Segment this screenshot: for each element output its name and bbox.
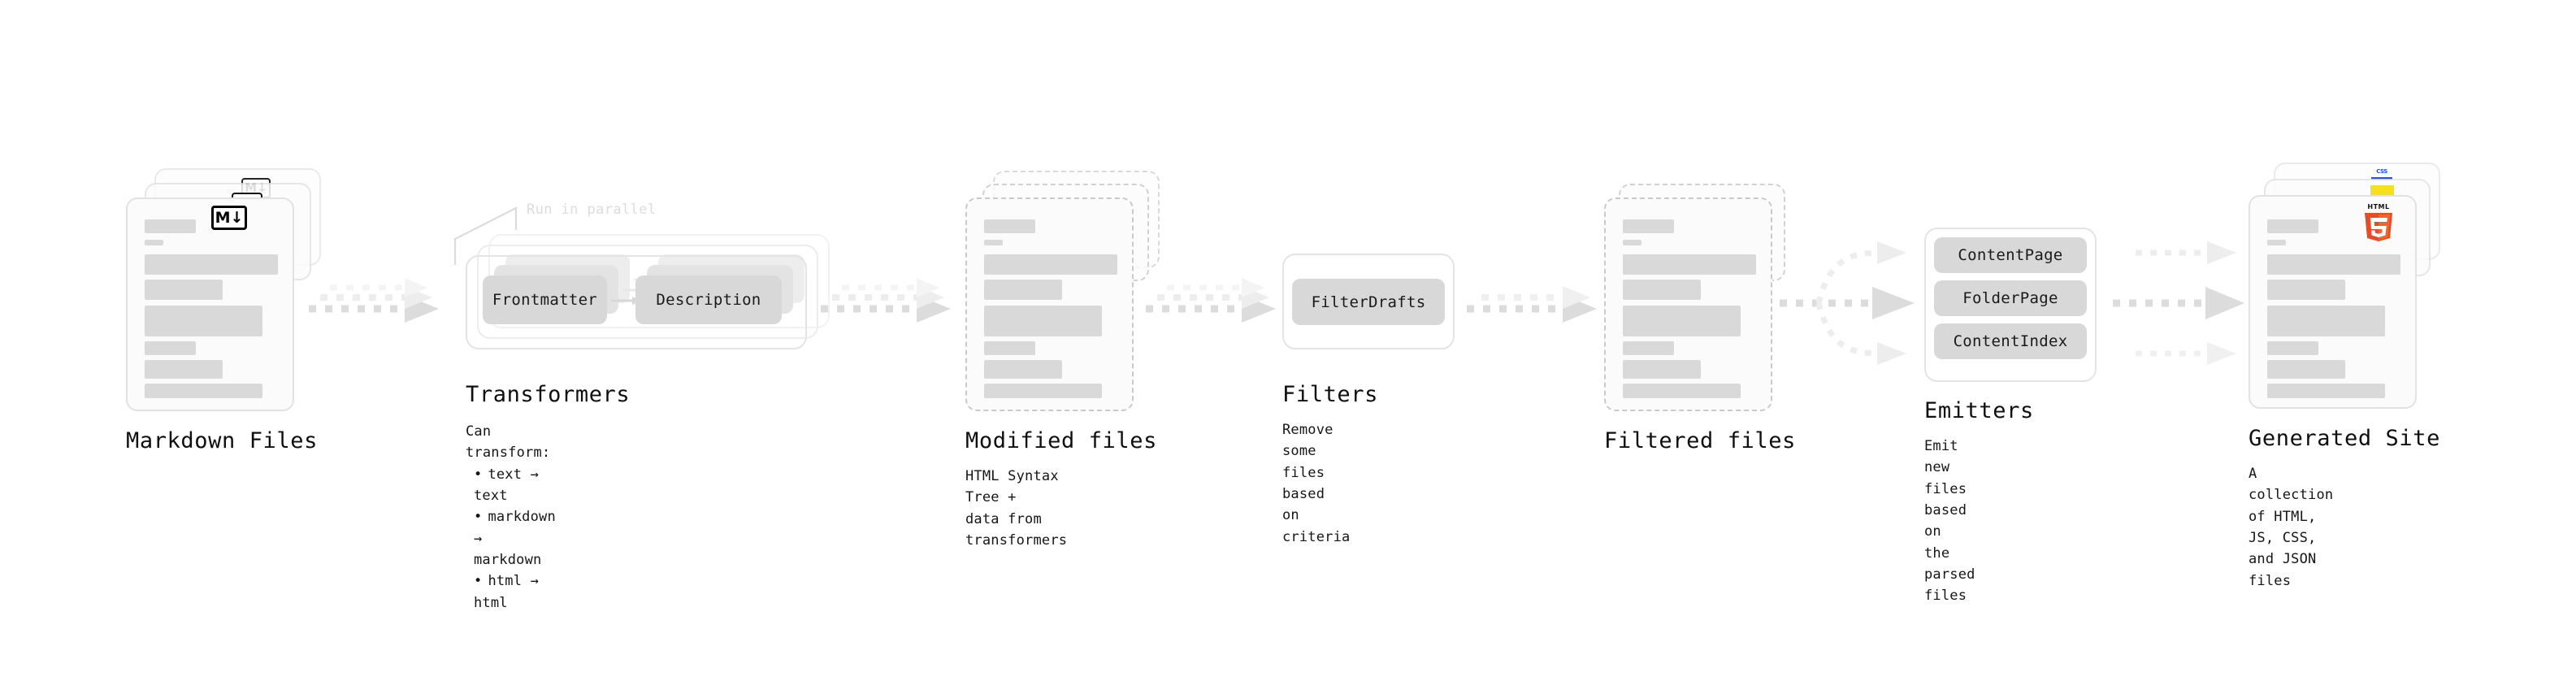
content-bar: [1623, 280, 1701, 300]
stage-title-site: Generated Site: [2249, 426, 2440, 451]
stage-title-modified: Modified files: [965, 428, 1157, 453]
emitter-pill-contentpage[interactable]: ContentPage: [1934, 237, 2087, 273]
run-in-parallel-label: Run in parallel: [527, 202, 657, 218]
content-bar: [2267, 254, 2400, 275]
stage-title-markdown: Markdown Files: [126, 428, 318, 453]
content-bar: [1623, 306, 1741, 336]
transformers-lead: Can transform:: [466, 423, 551, 462]
content-bar: [1623, 219, 1674, 233]
markdown-icon: M↓: [211, 206, 247, 230]
filter-pill-filterdrafts[interactable]: FilterDrafts: [1292, 279, 1445, 325]
transformers-description: Can transform: text → text markdown → ma…: [466, 421, 556, 614]
content-bar: [984, 360, 1062, 379]
connector-filters-to-filtered: [1467, 286, 1597, 323]
transformer-pill-frontmatter[interactable]: Frontmatter: [483, 275, 607, 324]
content-bar: [984, 240, 1003, 245]
transformers-bullet-list: text → text markdown → markdown html → h…: [466, 464, 556, 614]
list-item: markdown → markdown: [466, 506, 556, 570]
connector-filtered-to-emitters: [1780, 241, 1915, 365]
content-bar: [145, 219, 196, 233]
connector-transformers-to-modified: [821, 278, 951, 323]
modified-card-front: [965, 197, 1134, 411]
connector-emitters-to-site: [2113, 241, 2244, 365]
stage-title-transformers: Transformers: [466, 382, 631, 407]
content-bar: [145, 384, 262, 398]
filters-description: Remove some files based on criteria: [1282, 422, 1351, 545]
content-bar: [984, 280, 1062, 300]
stage-title-emitters: Emitters: [1924, 398, 2034, 423]
transformer-pill-description[interactable]: Description: [635, 275, 782, 324]
content-bar: [1623, 384, 1741, 398]
modified-description: HTML Syntax Tree + data from transformer…: [965, 468, 1068, 549]
content-bar: [1623, 360, 1701, 379]
emitter-pill-contentindex[interactable]: ContentIndex: [1934, 323, 2087, 359]
filtered-card-front: [1604, 197, 1772, 411]
content-bar: [984, 219, 1035, 233]
content-bar: [145, 360, 223, 379]
transformer-panel-mid: [477, 245, 818, 339]
content-bar: [145, 254, 278, 275]
content-bar: [2267, 306, 2385, 336]
content-bar: [2267, 280, 2345, 300]
content-bar: [1623, 240, 1641, 245]
connector-modified-to-filters: [1146, 278, 1276, 323]
emitter-pill-folderpage[interactable]: FolderPage: [1934, 280, 2087, 316]
svg-text:HTML: HTML: [2367, 203, 2389, 210]
content-bar: [2267, 384, 2385, 398]
content-bar: [2267, 240, 2286, 245]
content-bar: [145, 280, 223, 300]
list-item: text → text: [466, 464, 556, 507]
transformer-arrow: [611, 297, 642, 305]
content-bar: [2267, 360, 2345, 379]
content-bar: [145, 240, 163, 245]
content-bar: [2267, 219, 2318, 233]
emitters-description: Emit new files based on the parsed files: [1924, 438, 1975, 605]
markdown-card-front: [126, 197, 294, 411]
content-bar: [984, 254, 1117, 275]
transformer-panel-front: [466, 255, 807, 349]
content-bar: [1623, 341, 1674, 355]
stage-title-filters: Filters: [1282, 382, 1378, 407]
css-icon-label: CSS: [2376, 168, 2387, 175]
html5-icon: HTML: [2365, 203, 2392, 241]
connector-md-to-transformers: [309, 278, 439, 323]
content-bar: [2267, 341, 2318, 355]
content-bar: [145, 306, 262, 336]
stage-title-filtered: Filtered files: [1604, 428, 1796, 453]
list-item: html → html: [466, 570, 556, 614]
content-bar: [984, 306, 1102, 336]
content-bar: [984, 384, 1102, 398]
content-bar: [145, 341, 196, 355]
content-bar: [1623, 254, 1756, 275]
run-in-parallel-bracket: [453, 206, 518, 265]
emitters-panel: [1924, 228, 2097, 382]
css-icon: CSS: [2371, 168, 2392, 180]
filters-panel: [1282, 254, 1455, 349]
content-bar: [984, 341, 1035, 355]
site-description: A collection of HTML, JS, CSS, and JSON …: [2249, 466, 2334, 589]
